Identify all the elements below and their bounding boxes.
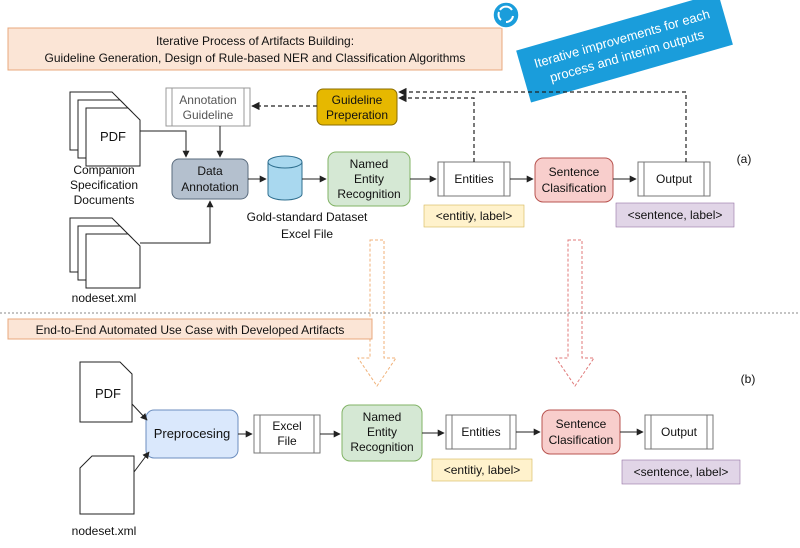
companion-label-3: Documents [74,193,135,207]
entities-a-label: Entities [454,172,493,186]
process-title-line2: Guideline Generation, Design of Rule-bas… [45,51,466,65]
entities-tag-b-text: <entitiy, label> [444,463,521,477]
sentence-classification-box-b: Sentence Clasification [541,409,621,455]
nodeset-b-label: nodeset.xml [72,524,137,538]
ner-a-line2: Entity [354,172,384,186]
output-tag-b-text: <sentence, label> [634,465,729,479]
companion-label-2: Specification [70,178,138,192]
arrows-part-b [131,403,644,473]
ner-b-line3: Recognition [350,440,413,454]
output-box-b: Output [644,414,714,450]
annotation-guideline-box: Annotation Guideline [165,87,251,127]
iterative-improvements-callout: Iterative improvements for each process … [516,0,733,103]
process-title-line1: Iterative Process of Artifacts Building: [156,34,354,48]
nodeset-label: nodeset.xml [72,291,137,305]
output-box-a: Output [637,161,711,197]
entities-tag-b: <entitiy, label> [431,458,533,482]
process-title-banner: Iterative Process of Artifacts Building:… [7,27,503,71]
preprocessing-box: Preprocesing [145,409,239,459]
sentence-b-line2: Clasification [549,433,614,447]
part-b-label: (b) [741,372,756,386]
output-b-label: Output [661,425,698,439]
part-b-title: End-to-End Automated Use Case with Devel… [36,323,345,337]
transition-arrow-right [555,239,595,387]
gold-dataset-label-2: Excel File [281,227,333,241]
ner-b-line1: Named [363,410,402,424]
ner-a-line3: Recognition [337,187,400,201]
ner-b-line2: Entity [367,425,397,439]
excel-file-box: Excel File [253,414,321,454]
data-annotation-box: Data Annotation [171,158,249,200]
entities-box-b: Entities [445,414,517,450]
ner-box-a: Named Entity Recognition [327,151,411,207]
guideline-prep-line2: Preperation [326,108,388,122]
output-tag-a: <sentence, label> [615,202,735,228]
output-tag-a-text: <sentence, label> [628,208,723,222]
pdf-b-label: PDF [95,386,121,401]
guideline-prep-line1: Guideline [332,93,383,107]
nodeset-documents [69,217,141,289]
excel-line2: File [277,434,297,448]
data-annotation-line2: Annotation [181,180,238,194]
output-a-label: Output [656,172,693,186]
nodeset-document-b [79,455,135,515]
sentence-classification-box-a: Sentence Clasification [534,157,614,203]
pdf-label: PDF [100,129,126,144]
arrows-part-a [140,126,637,244]
entities-tag-a-text: <entitiy, label> [436,209,513,223]
entities-tag-a: <entitiy, label> [423,204,525,228]
recycle-icon [492,1,520,29]
sentence-a-line1: Sentence [549,165,600,179]
gold-dataset-label-1: Gold-standard Dataset [247,210,368,224]
feedback-arrows-dashed [251,87,687,162]
entities-box-a: Entities [437,161,511,197]
ner-box-b: Named Entity Recognition [341,404,423,462]
guideline-preparation-box: Guideline Preperation [316,88,398,126]
gold-standard-dataset-cylinder [267,155,303,201]
entities-b-label: Entities [461,425,500,439]
sentence-b-line1: Sentence [556,417,607,431]
companion-label-1: Companion [73,163,134,177]
transition-arrow-left [357,239,397,387]
annotation-guideline-line2: Guideline [183,108,234,122]
annotation-guideline-line1: Annotation [179,93,236,107]
preprocessing-label: Preprocesing [154,426,231,441]
part-a-label: (a) [737,152,752,166]
part-b-title-banner: End-to-End Automated Use Case with Devel… [7,318,373,340]
pdf-document-b: PDF [79,361,133,423]
excel-line1: Excel [272,419,301,433]
companion-pdf-documents: PDF [69,91,141,167]
output-tag-b: <sentence, label> [621,459,741,485]
data-annotation-line1: Data [197,164,223,178]
sentence-a-line2: Clasification [542,181,607,195]
ner-a-line1: Named [350,157,389,171]
